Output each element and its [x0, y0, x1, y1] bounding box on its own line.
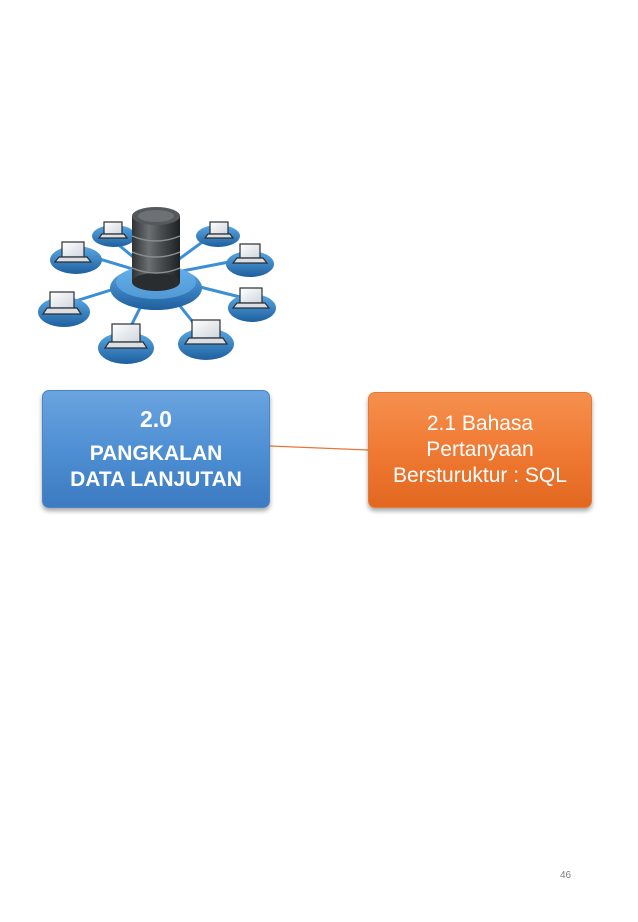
subtopic-title: 2.1 Bahasa Pertanyaan Bersturuktur : SQL — [389, 411, 571, 489]
database-network-icon — [36, 196, 282, 372]
subtopic-box: 2.1 Bahasa Pertanyaan Bersturuktur : SQL — [368, 392, 592, 508]
page-number: 46 — [560, 870, 572, 881]
subtopic-title-line3: Bersturuktur : SQL — [393, 464, 567, 487]
topic-number: 2.0 — [140, 406, 172, 432]
subtopic-title-line2: Pertanyaan — [426, 438, 534, 461]
topic-title-line2: DATA LANJUTAN — [70, 468, 242, 491]
main-topic-box: 2.0 PANGKALAN DATA LANJUTAN — [42, 390, 270, 508]
topic-title-line1: PANGKALAN — [89, 442, 223, 465]
subtopic-title-line1: 2.1 Bahasa — [426, 412, 534, 435]
